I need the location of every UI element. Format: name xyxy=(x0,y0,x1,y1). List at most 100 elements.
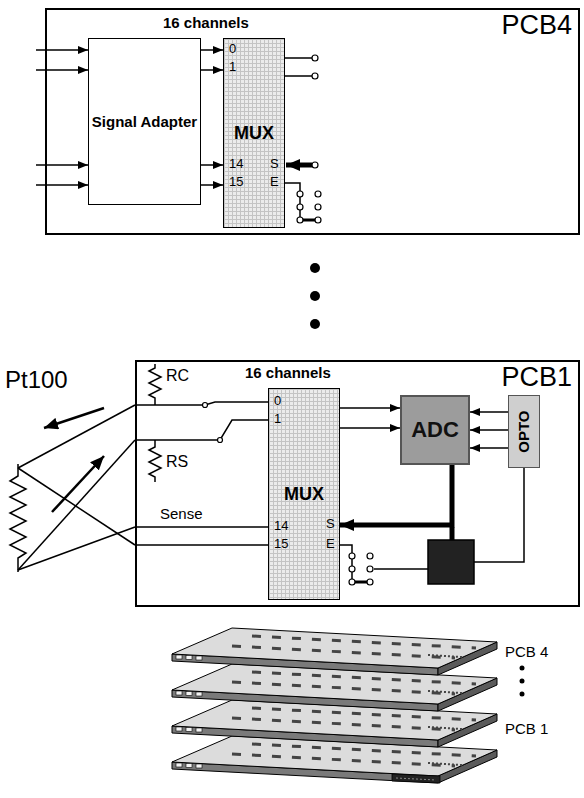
select-bus xyxy=(312,162,318,168)
sensor-name: Pt100 xyxy=(5,366,68,394)
enable-jumper xyxy=(297,217,303,223)
converter-box: ADC xyxy=(400,395,470,465)
input-wire xyxy=(36,164,88,166)
enable-jumper xyxy=(374,568,428,570)
board-stack xyxy=(172,736,497,783)
optocoupler-box: OPTO xyxy=(508,395,540,468)
signal-connector xyxy=(201,184,223,186)
enable-jumper xyxy=(349,553,355,559)
input-switch xyxy=(218,438,223,443)
input-wire xyxy=(36,50,88,185)
output-terminal xyxy=(312,55,318,61)
input-wire xyxy=(36,69,88,71)
current-arrow xyxy=(44,408,104,428)
enable-jumper xyxy=(340,545,352,582)
input-switch xyxy=(135,402,268,405)
resistor-label: RS xyxy=(166,453,188,471)
node-text: MUX xyxy=(234,123,274,144)
enable-jumper xyxy=(340,545,428,585)
signal-connector xyxy=(340,427,400,429)
enable-jumper xyxy=(367,566,373,572)
decoder-chip xyxy=(428,527,474,584)
channel-count: 16 channels xyxy=(163,14,249,31)
reference-resistor xyxy=(149,364,161,405)
node-text: Signal Adapter xyxy=(92,113,197,130)
input-switch xyxy=(135,402,268,443)
board-stack xyxy=(172,628,497,783)
ellipsis-dots xyxy=(520,679,525,684)
enable-jumper xyxy=(297,191,303,197)
enable-jumper xyxy=(297,204,303,210)
control-wire xyxy=(474,468,524,562)
node-text: OPTO xyxy=(515,410,532,452)
output-terminal xyxy=(312,73,318,79)
current-arrow xyxy=(52,456,104,512)
select-bus xyxy=(286,163,312,168)
ellipsis-dots xyxy=(310,319,320,329)
enable-jumper xyxy=(349,566,355,572)
ellipsis-dots xyxy=(520,666,525,697)
ellipsis-dots xyxy=(310,263,320,273)
signal-connector xyxy=(340,407,400,409)
signal-connector xyxy=(201,69,223,71)
circuit-board: Signal AdapterMUX PCB4 xyxy=(45,8,580,235)
ellipsis-dots xyxy=(520,692,525,697)
pin-label: S xyxy=(326,517,335,532)
pin-label: E xyxy=(326,537,335,552)
enable-jumper xyxy=(315,204,321,210)
output-terminal xyxy=(285,55,318,79)
pin-label: 14 xyxy=(274,519,288,534)
enable-jumper xyxy=(285,183,321,223)
ellipsis-dots xyxy=(310,263,320,329)
input-switch xyxy=(203,403,208,408)
pt100-resistor xyxy=(10,464,26,572)
adapter-box: Signal Adapter xyxy=(88,38,201,205)
input-wire xyxy=(36,49,88,51)
node-text: PCB4 xyxy=(501,10,572,41)
sense-wire xyxy=(135,527,268,545)
sensor-wire xyxy=(18,527,135,570)
ellipsis-dots xyxy=(520,666,525,671)
input-switch xyxy=(135,420,268,440)
sense-wire xyxy=(135,527,268,545)
pin-label: E xyxy=(270,175,279,190)
current-arrow xyxy=(44,408,104,512)
signal-connector xyxy=(201,164,223,166)
decoder-chip xyxy=(428,540,474,584)
enable-jumper xyxy=(315,217,321,223)
board-label: PCB 4 xyxy=(505,643,548,660)
enable-jumper xyxy=(367,579,373,585)
signal-connector xyxy=(340,465,452,525)
ellipsis-dots xyxy=(310,291,320,301)
sensor-wire xyxy=(18,405,135,570)
output-terminal xyxy=(285,58,312,76)
board-label: PCB 1 xyxy=(505,720,548,737)
node-text: MUX xyxy=(284,484,324,505)
pin-label: 15 xyxy=(274,537,288,552)
signal-connector xyxy=(470,447,508,449)
node-text: ADC xyxy=(411,417,459,442)
pt100-resistor xyxy=(10,464,26,572)
sensor-wire xyxy=(18,440,135,570)
signal-connector xyxy=(470,411,508,413)
input-wire xyxy=(36,184,88,186)
pin-label: S xyxy=(270,157,279,172)
board-stack xyxy=(172,700,497,747)
channel-count: 16 channels xyxy=(245,364,331,381)
board-stack xyxy=(392,774,440,783)
board-stack xyxy=(172,664,497,711)
signal-connector xyxy=(201,49,223,51)
board-stack xyxy=(396,778,436,780)
pin-label: 0 xyxy=(274,394,281,409)
select-bus xyxy=(286,162,318,168)
circuit-board: MUXADCOPTOPCB1 xyxy=(135,360,580,607)
pin-label: 0 xyxy=(229,42,236,57)
board-stack xyxy=(172,628,497,675)
signal-name: Sense xyxy=(160,505,203,522)
enable-jumper xyxy=(349,579,355,585)
enable-jumper xyxy=(315,191,321,197)
pin-label: 14 xyxy=(229,157,243,172)
enable-jumper xyxy=(285,183,300,220)
